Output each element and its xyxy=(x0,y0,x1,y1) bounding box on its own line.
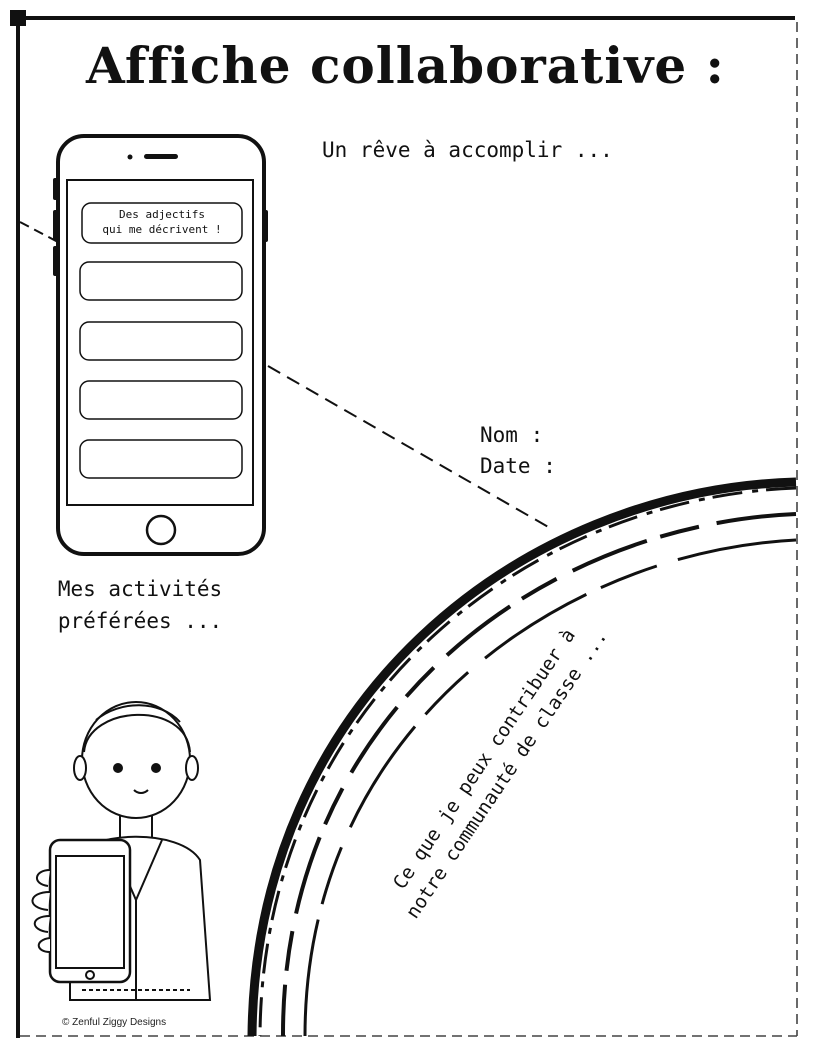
arc-outer xyxy=(247,477,797,1037)
activities-prompt: Mes activités préférées ... xyxy=(30,573,250,637)
speech-bubble xyxy=(79,321,243,361)
activities-line-2: préférées ... xyxy=(57,609,223,633)
bubble-line-1: Des adjectifs xyxy=(118,208,206,221)
copyright-notice: © Zenful Ziggy Designs xyxy=(62,1017,167,1028)
adjectives-bubble-text: Des adjectifs qui me décrivent ! xyxy=(84,207,240,237)
dream-prompt: Un rêve à accomplir ... xyxy=(322,138,613,162)
arc-outer-texture xyxy=(258,486,797,1037)
speech-bubble xyxy=(79,261,243,301)
bubble-line-2: qui me décrivent ! xyxy=(102,223,222,236)
speech-bubble xyxy=(79,439,243,479)
divider-diagonal xyxy=(267,365,551,529)
name-label: Nom : xyxy=(480,423,544,447)
boy-holding-phone-icon xyxy=(31,701,212,1001)
speech-bubble xyxy=(79,380,243,420)
speech-bubble-header xyxy=(81,202,243,244)
phone-illustration xyxy=(53,134,268,556)
activities-line-1: Mes activités xyxy=(57,577,223,601)
arc-middle xyxy=(280,512,797,1037)
arc-inner xyxy=(303,538,797,1037)
page-title: Affiche collaborative : xyxy=(86,36,725,95)
divider-top-left xyxy=(19,221,59,243)
date-label: Date : xyxy=(480,454,556,478)
